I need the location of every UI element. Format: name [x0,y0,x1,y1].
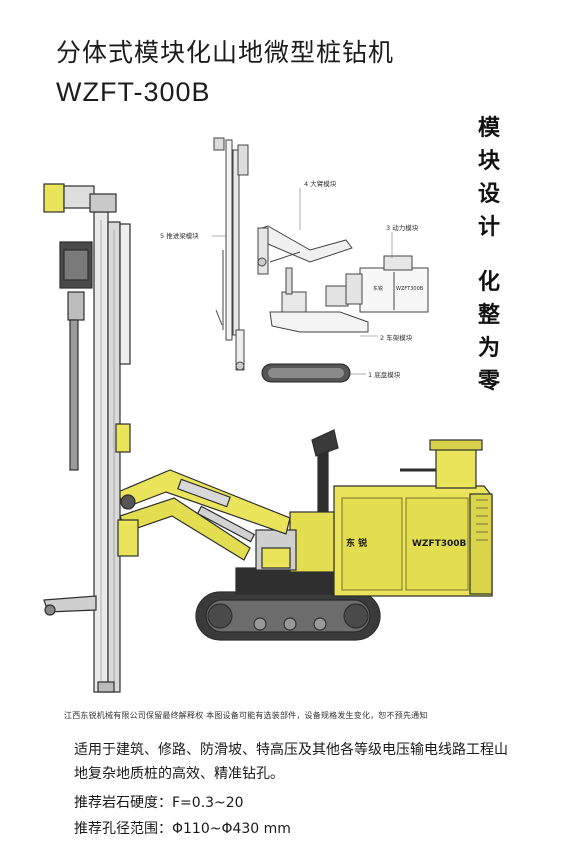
machine-brand-label: 东 锐 [346,537,367,549]
slogan-char: 块 [477,149,500,174]
assembled-drill-rig [43,183,493,693]
application-description: 适用于建筑、修路、防滑坡、特高压及其他各等级电压输电线路工程山地复杂地质桩的高效… [74,742,508,782]
slogan-char: 为 [477,336,500,361]
slogan-char: 计 [477,215,500,240]
slogan-char: 模 [477,116,500,141]
product-model: WZFT-300B [56,77,211,107]
slogan-char: 化 [477,270,500,295]
module-label-power: 3 动力模块 [386,223,419,232]
small-model-label: WZFT300B [396,286,424,292]
module-label-chassis: 1 底盘模块 [368,370,401,379]
slogan-char: 设 [477,182,500,207]
module-label-frame: 2 车架模块 [380,333,413,342]
slogan-char: 整 [477,303,500,328]
machine-model-label: WZFT300B [412,539,467,549]
drill-rig-illustration: 4 大臂模块 5 推进梁模块 3 动力模块 2 车架模块 1 底盘模块 东锐 W… [43,137,493,693]
spec-hole-diameter: 推荐孔径范围：Φ110~Φ430 mm [74,821,291,837]
small-brand-label: 东锐 [373,285,383,292]
disclaimer-text: 江西东锐机械有限公司保留最终解释权 本图设备可能有选装部件，设备规格发生变化，恕… [64,711,428,720]
side-slogan: 模 块 设 计 化 整 为 零 [474,112,504,398]
spec-rock-hardness: 推荐岩石硬度：F=0.3~20 [74,795,244,811]
slogan-char: 零 [477,369,500,394]
exploded-module-diagram [212,137,429,383]
module-label-boom: 4 大臂模块 [304,179,337,188]
module-label-feed-beam: 5 推进梁模块 [160,231,199,240]
product-title: 分体式模块化山地微型桩钻机 [56,38,395,67]
